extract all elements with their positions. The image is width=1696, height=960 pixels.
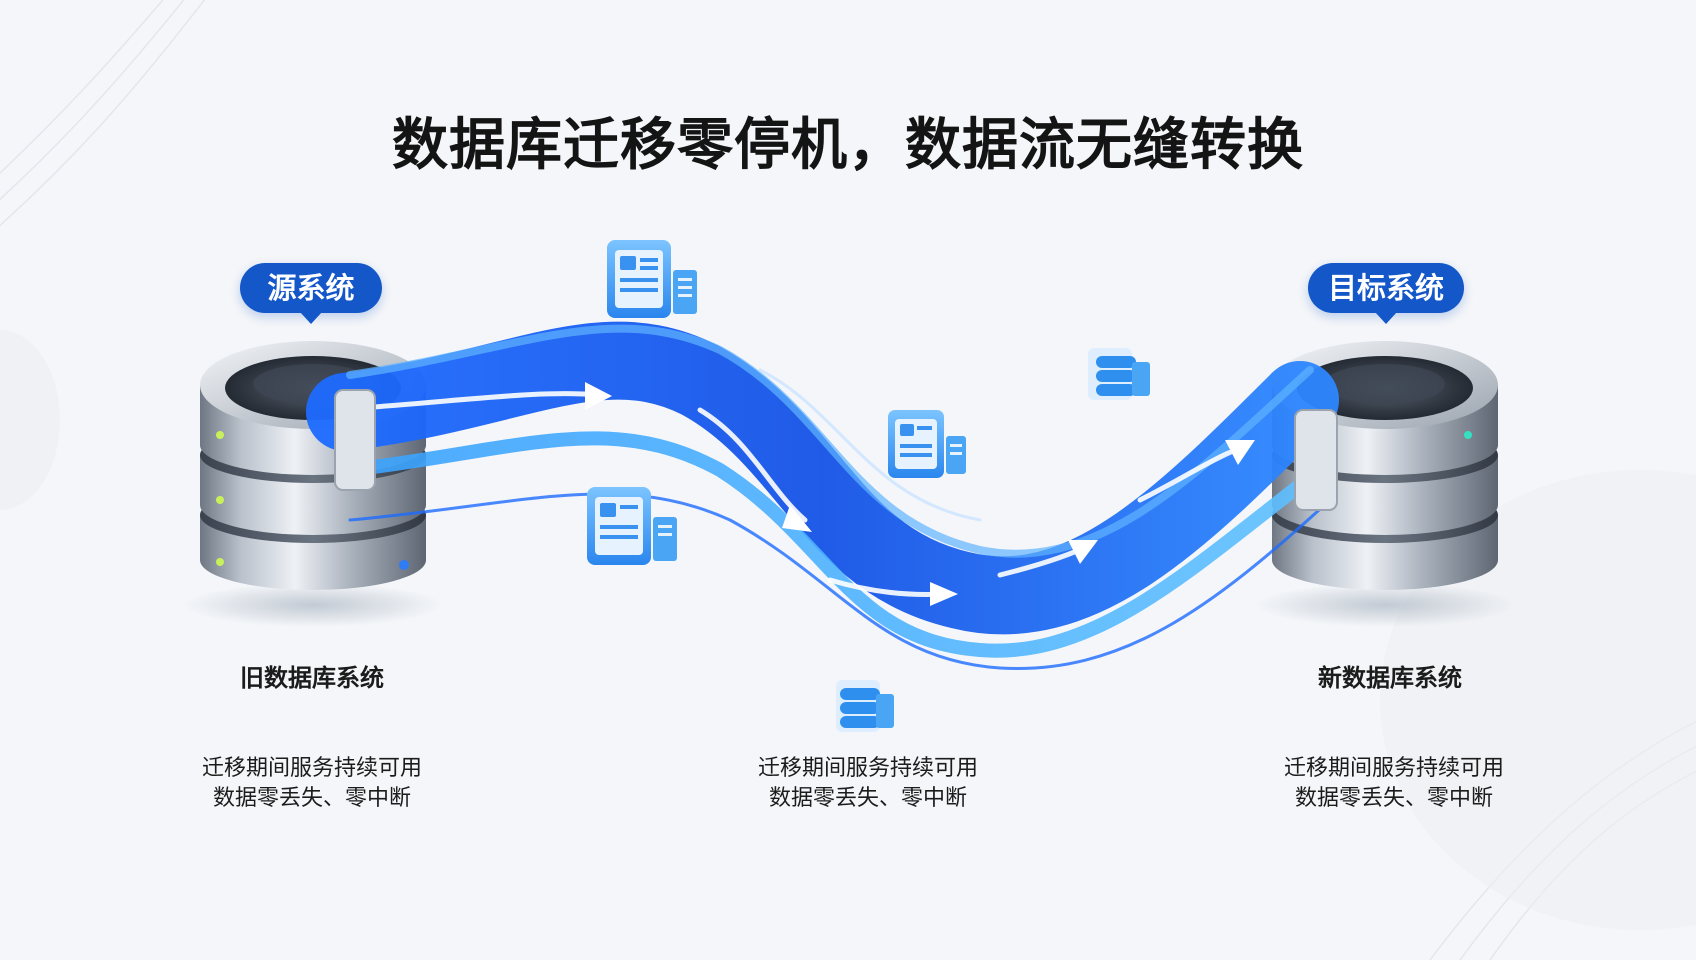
flow-arrows: [585, 382, 1255, 606]
data-stream: [306, 321, 1339, 671]
arrow-icon: [1068, 540, 1098, 564]
source-description-line1: 迁移期间服务持续可用: [201, 756, 422, 781]
arrow-icon: [782, 505, 812, 532]
database-stack-icon: [836, 680, 894, 732]
source-description: 迁移期间服务持续可用 数据零丢失、零中断: [152, 754, 472, 814]
source-description-line2: 数据零丢失、零中断: [212, 786, 411, 811]
middle-description: 迁移期间服务持续可用 数据零丢失、零中断: [708, 754, 1028, 814]
page-title: 数据库迁移零停机，数据流无缝转换: [392, 113, 1304, 178]
target-database-label: 新数据库系统: [1318, 664, 1462, 692]
document-card-icon: [888, 410, 966, 478]
middle-description-line1: 迁移期间服务持续可用: [757, 756, 978, 781]
target-description-line1: 迁移期间服务持续可用: [1283, 756, 1504, 781]
arrow-icon: [930, 582, 958, 606]
arrow-icon: [585, 382, 612, 410]
arrow-icon: [1225, 440, 1255, 465]
source-database-label: 旧数据库系统: [240, 664, 384, 692]
document-card-icon: [587, 487, 677, 565]
database-stack-icon: [1088, 348, 1150, 400]
middle-description-line2: 数据零丢失、零中断: [768, 786, 967, 811]
target-description: 迁移期间服务持续可用 数据零丢失、零中断: [1234, 754, 1554, 814]
target-description-line2: 数据零丢失、零中断: [1294, 786, 1493, 811]
document-card-icon: [607, 240, 697, 318]
source-system-badge: 源系统: [240, 263, 382, 324]
target-system-badge: 目标系统: [1308, 263, 1464, 324]
